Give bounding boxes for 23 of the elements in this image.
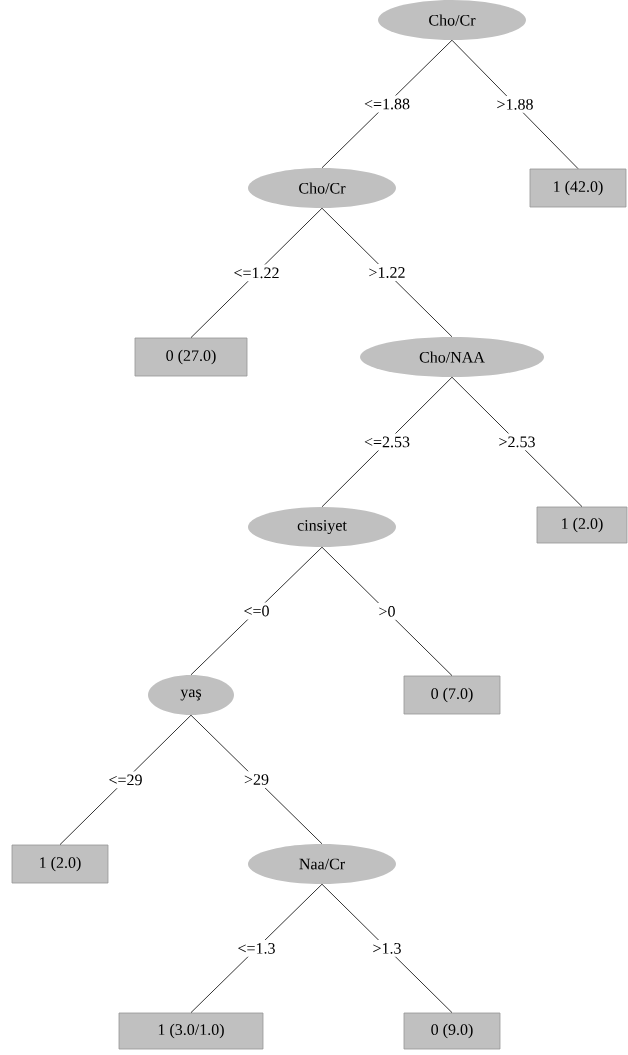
edge-label: >1.3 [369, 940, 405, 957]
branch-line [321, 376, 453, 508]
branch-line [59, 714, 192, 845]
branch-line [451, 376, 583, 507]
edge-label: >1.22 [365, 264, 409, 281]
leaf-box: 1 (2.0) [11, 844, 109, 884]
leaf-box: 1 (42.0) [529, 168, 627, 208]
edge-label: >29 [241, 771, 272, 788]
edge-label: <=1.3 [234, 940, 279, 957]
leaf-box: 0 (9.0) [403, 1012, 501, 1050]
branch-line [190, 207, 323, 338]
edge-label: >0 [375, 603, 399, 620]
branch-line [451, 39, 579, 169]
leaf-box: 0 (7.0) [403, 675, 501, 715]
leaf-box: 1 (2.0) [536, 506, 628, 544]
branch-line [321, 883, 453, 1013]
branch-line [190, 546, 323, 676]
branch-line [321, 207, 453, 338]
edge-label: >2.53 [495, 433, 539, 451]
branch-line [321, 546, 453, 676]
branch-line [321, 39, 453, 169]
leaf-box: 0 (27.0) [134, 337, 248, 377]
leaf-box: 1 (3.0/1.0) [118, 1012, 264, 1050]
